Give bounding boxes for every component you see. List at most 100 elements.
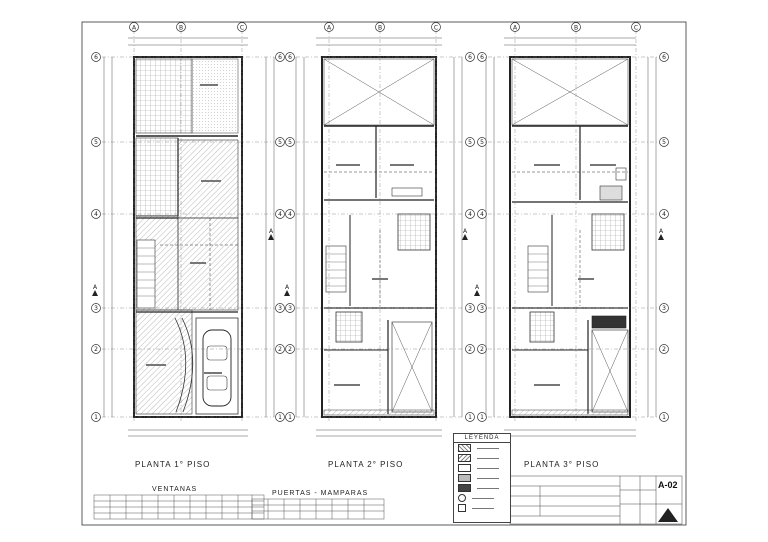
grid-bubble-row — [465, 344, 475, 354]
grid-bubble-row — [91, 344, 101, 354]
section-marker-label: A — [269, 228, 274, 235]
symbol-swatch — [458, 494, 466, 502]
grid-row-label: 1 — [662, 414, 666, 421]
grid-col-label: B — [378, 25, 382, 32]
grid-col-label: A — [132, 25, 137, 32]
grid-bubble-row — [91, 303, 101, 313]
grid-row-label: 2 — [480, 346, 484, 353]
grid-col-label: A — [513, 25, 518, 32]
grid-bubble-row — [91, 412, 101, 422]
plan-first-floor — [133, 56, 243, 418]
title-block-lines — [509, 475, 683, 525]
grid-row-label: 1 — [468, 414, 472, 421]
grid-row-label: 6 — [278, 54, 282, 61]
plan2-stair — [325, 245, 347, 293]
grid-bubble-row — [465, 209, 475, 219]
grid-bubble-col — [431, 22, 441, 32]
grid-row-label: 5 — [278, 139, 282, 146]
grid-row-label: 3 — [94, 305, 98, 312]
grid-col-label: C — [434, 25, 438, 32]
grid-row-label: 5 — [480, 139, 484, 146]
grid-bubble-row — [275, 412, 285, 422]
ventanas-title: VENTANAS — [152, 486, 198, 493]
plan1-front-hatch — [135, 309, 193, 415]
grid-col-label: B — [574, 25, 578, 32]
plan-second-floor — [321, 56, 437, 418]
section-markers — [92, 234, 664, 296]
plan1-kitchen-tile — [135, 137, 179, 217]
grid-row-label: 3 — [662, 305, 666, 312]
grid-bubble-row — [465, 137, 475, 147]
grid-bubble-row — [659, 344, 669, 354]
plan1-garage — [195, 317, 239, 415]
grid-bubble-col — [571, 22, 581, 32]
dimension-lines — [103, 37, 657, 437]
sheet-number: A-02 — [658, 480, 678, 490]
puertas-title: PUERTAS - MAMPARAS — [272, 490, 369, 497]
grid-row-label: 3 — [278, 305, 282, 312]
grid-bubble-row — [285, 209, 295, 219]
legend-box: LEYENDA — [453, 433, 511, 523]
grid-bubble-row — [477, 209, 487, 219]
wall-swatch — [458, 464, 471, 472]
section-marker-label: A — [285, 284, 290, 291]
plan-title-second-floor: PLANTA 2° PISO — [328, 460, 404, 469]
grid-bubble-row — [659, 137, 669, 147]
grid-bubble-row — [477, 344, 487, 354]
grid-col-label: B — [179, 25, 183, 32]
grid-bubble-row — [275, 52, 285, 62]
grid-row-label: 4 — [468, 211, 472, 218]
symbol-swatch — [458, 504, 466, 512]
grid-bubble-col — [176, 22, 186, 32]
plan1-patio-tile — [135, 58, 193, 134]
grid-row-label: 3 — [288, 305, 292, 312]
plan1-living-hatch — [177, 217, 239, 311]
grid-bubble-row — [285, 137, 295, 147]
fill-swatch — [458, 474, 471, 482]
grid-bubble-row — [465, 52, 475, 62]
grid-bubble-row — [659, 209, 669, 219]
grid-row-label: 2 — [94, 346, 98, 353]
grid-row-label: 2 — [662, 346, 666, 353]
plan-third-floor — [509, 56, 631, 418]
grid-bubble-col — [375, 22, 385, 32]
grid-bubble-row — [659, 303, 669, 313]
grid-bubble-row — [275, 137, 285, 147]
grid-bubble-col — [324, 22, 334, 32]
plan1-curve — [174, 317, 187, 413]
plan-title-third-floor: PLANTA 3° PISO — [524, 460, 600, 469]
grid-row-label: 5 — [468, 139, 472, 146]
hatch-swatch — [458, 454, 471, 462]
grid-row-label: 4 — [288, 211, 292, 218]
grid-row-label: 2 — [468, 346, 472, 353]
grid-bubble-row — [477, 303, 487, 313]
grid-bubble-row — [91, 52, 101, 62]
grid-row-label: 4 — [94, 211, 98, 218]
legend-row — [454, 463, 510, 473]
grid-bubble-row — [659, 52, 669, 62]
plan1-dining-hatch — [177, 139, 239, 219]
legend-row — [454, 493, 510, 503]
legend-row — [454, 473, 510, 483]
grid-bubble-row — [477, 412, 487, 422]
grid-bubble-col — [129, 22, 139, 32]
grid-row-label: 5 — [288, 139, 292, 146]
grid-bubble-row — [465, 303, 475, 313]
grid-row-label: 1 — [288, 414, 292, 421]
car-outline — [202, 329, 232, 407]
grid-col-label: A — [327, 25, 332, 32]
plan3-stair — [527, 245, 549, 293]
grid-row-label: 6 — [288, 54, 292, 61]
grid-col-label: C — [634, 25, 638, 32]
company-logo — [658, 508, 678, 522]
section-marker-label: A — [93, 284, 98, 291]
schedule-tables — [93, 494, 385, 520]
legend-row — [454, 503, 510, 513]
grid-bubble-row — [477, 137, 487, 147]
grid-bubble-row — [285, 412, 295, 422]
grid-bubble-col — [631, 22, 641, 32]
grid-row-label: 4 — [480, 211, 484, 218]
legend-row — [454, 483, 510, 493]
grid-row-label: 2 — [288, 346, 292, 353]
